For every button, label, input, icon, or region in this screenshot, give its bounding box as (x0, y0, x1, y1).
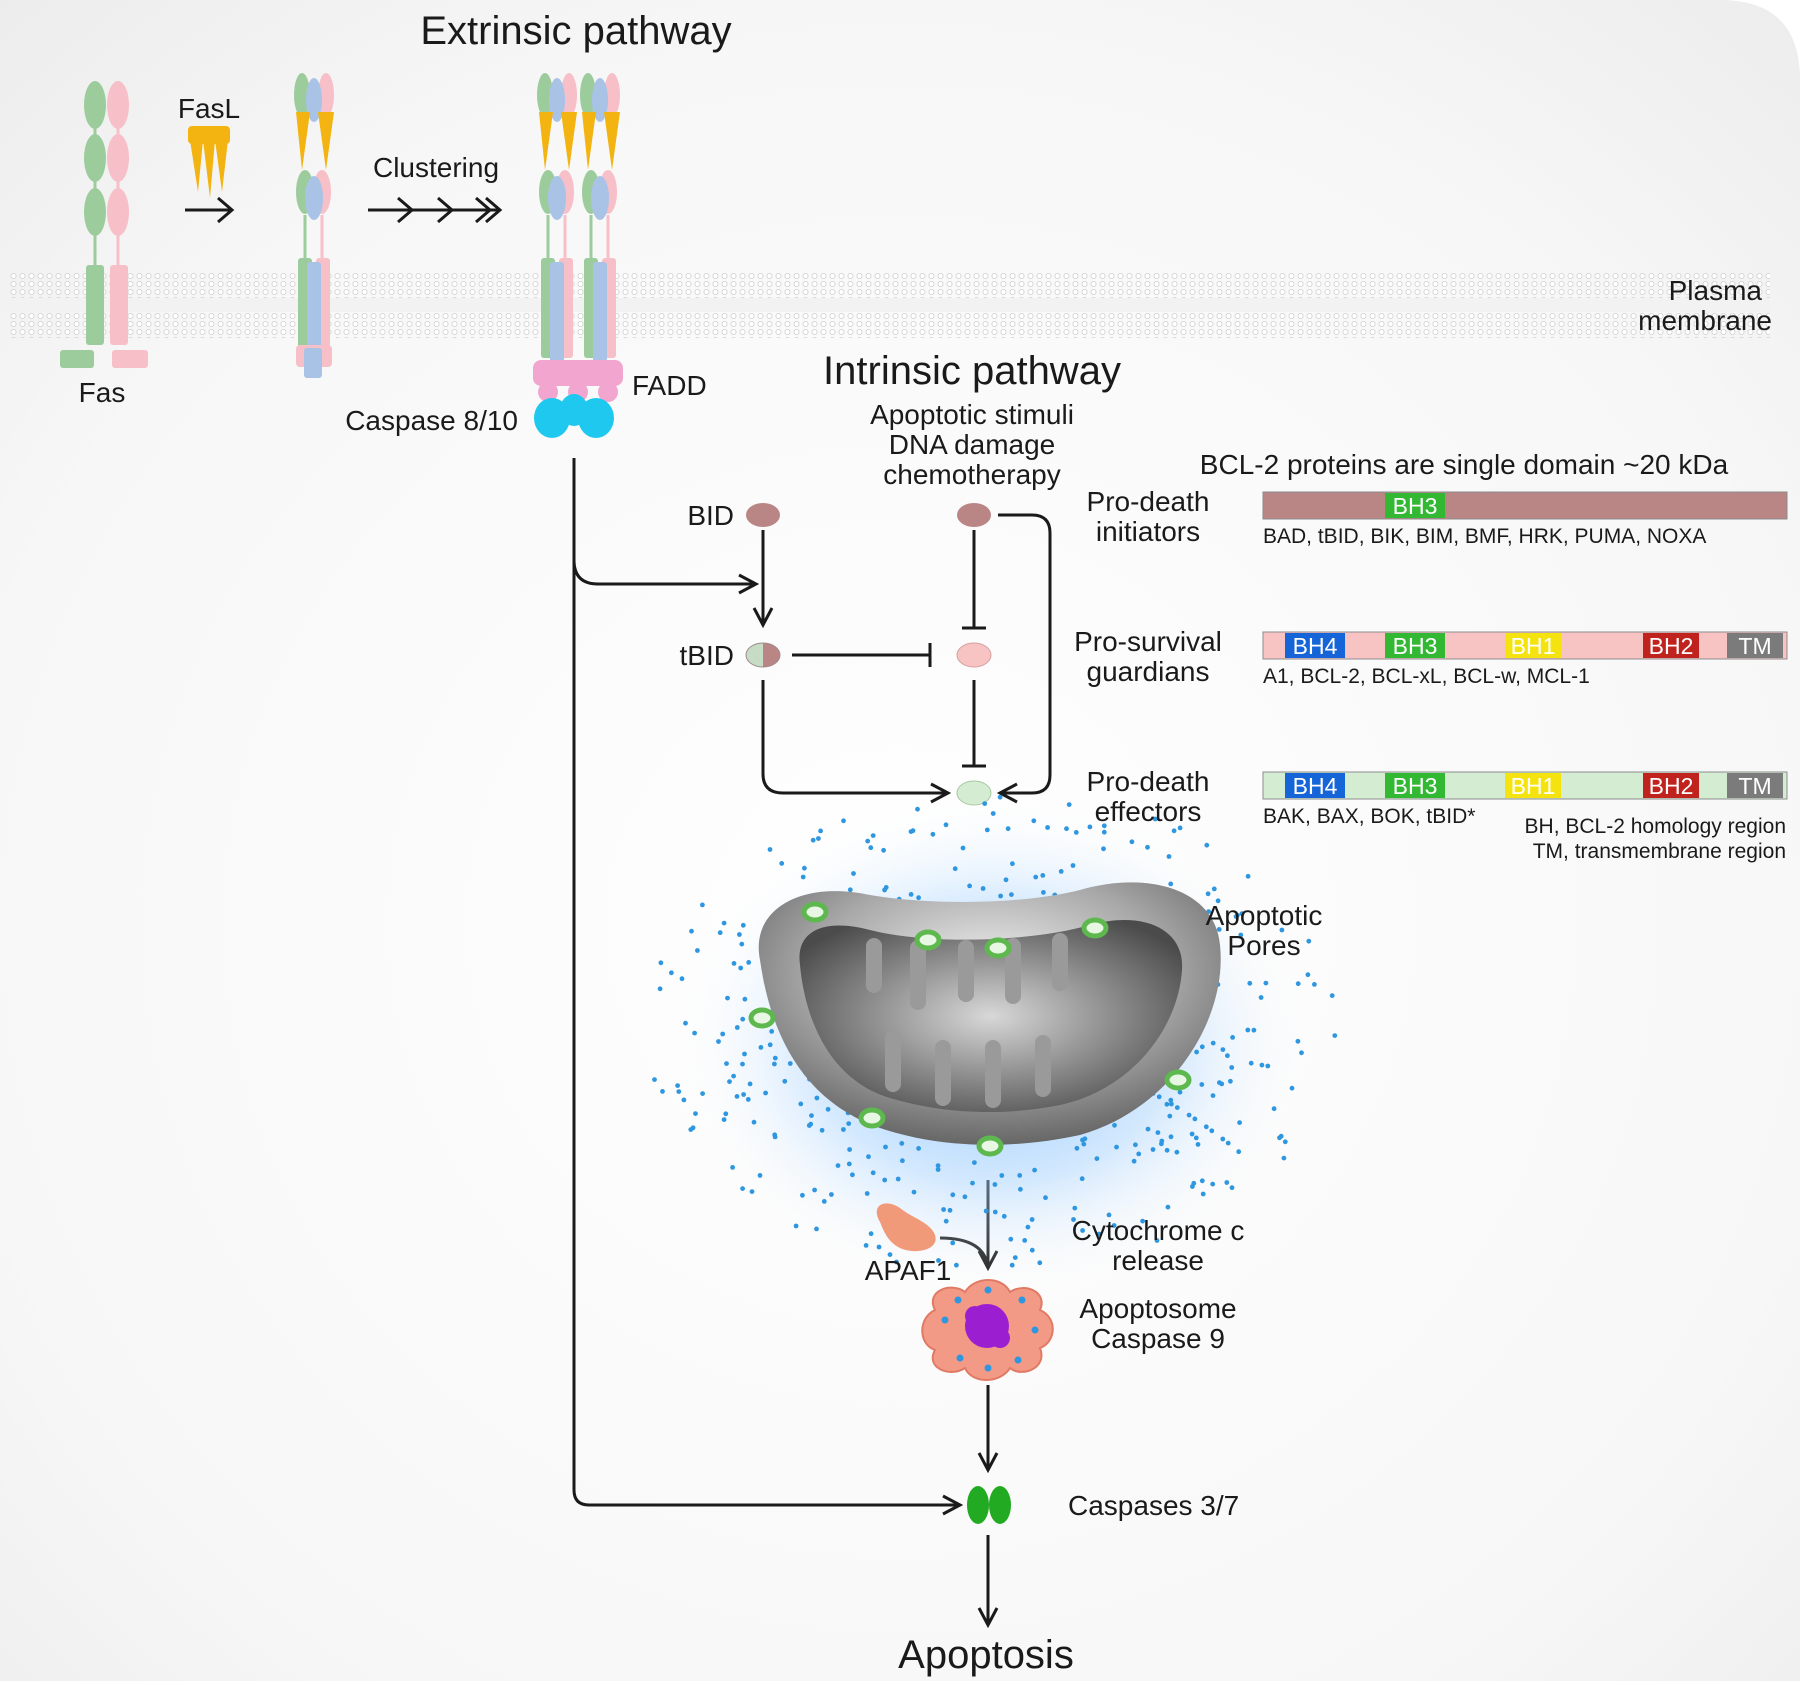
fas-label: Fas (79, 377, 126, 408)
plasma-membrane (10, 272, 1770, 338)
domain-bh2 (1643, 773, 1699, 798)
extrinsic-pathway-title: Extrinsic pathway (420, 9, 731, 53)
fadd-label: FADD (632, 370, 707, 401)
bcl2-footnote-line2: TM, transmembrane region (1533, 840, 1786, 863)
bcl2-heading: BCL-2 proteins are single domain ~20 kDa (1200, 449, 1729, 480)
domain-bh1 (1505, 633, 1561, 658)
fasl-ligand (188, 126, 230, 198)
bcl2-members-list: BAK, BAX, BOK, tBID* (1263, 805, 1475, 828)
membrane-label-line2: membrane (1638, 305, 1772, 336)
caspases-3-7 (967, 1486, 1011, 1524)
bcl2-protein-bar (1262, 491, 1788, 520)
domain-label: BH4 (1293, 773, 1338, 799)
domain-label: BH4 (1293, 633, 1338, 659)
pores-label-line2: Pores (1227, 930, 1300, 961)
caspases37-label: Caspases 3/7 (1068, 1490, 1239, 1521)
fas-fasl-complex (294, 73, 334, 378)
bcl2-group-label: Pro-death (1087, 766, 1210, 797)
pro-survival-protein (956, 642, 992, 668)
bcl2-group-label: Pro-survival (1074, 626, 1222, 657)
clustering-label: Clustering (373, 152, 499, 183)
stimuli-label-line3: chemotherapy (883, 459, 1060, 490)
domain-tm (1727, 633, 1783, 658)
bcl2-group-label: guardians (1087, 656, 1210, 687)
pores-label-line1: Apoptotic (1206, 900, 1323, 931)
domain-bh3 (1385, 633, 1445, 658)
domain-bh1 (1505, 773, 1561, 798)
apoptosome (921, 1279, 1054, 1381)
domain-label: BH3 (1393, 773, 1438, 799)
cytc-label-line1: Cytochrome c (1072, 1215, 1245, 1246)
cytc-label-line2: release (1112, 1245, 1204, 1276)
caspase8-label: Caspase 8/10 (345, 405, 518, 436)
domain-bh3 (1385, 493, 1445, 518)
domain-bh2 (1643, 633, 1699, 658)
domain-label: TM (1738, 773, 1771, 799)
disc-complex-left (537, 73, 577, 364)
bcl2-members-list: BAD, tBID, BIK, BIM, BMF, HRK, PUMA, NOX… (1263, 525, 1706, 548)
membrane-label-line1: Plasma (1669, 275, 1763, 306)
domain-label: BH1 (1511, 773, 1556, 799)
bcl2-footnote-line1: BH, BCL-2 homology region (1525, 815, 1786, 838)
stimuli-label-line1: Apoptotic stimuli (870, 399, 1074, 430)
domain-label: BH3 (1393, 493, 1438, 519)
fasl-label: FasL (178, 93, 240, 124)
domain-bh3 (1385, 773, 1445, 798)
apoptosome-label-line2: Caspase 9 (1091, 1323, 1225, 1354)
domain-label: BH2 (1649, 633, 1694, 659)
apoptosis-label: Apoptosis (898, 1633, 1074, 1677)
disc-complex-right (580, 73, 620, 364)
domain-tm (1727, 773, 1783, 798)
mitochondrion (758, 882, 1221, 1145)
stimuli-bh3-protein (957, 503, 991, 527)
apoptosome-label-line1: Apoptosome (1079, 1293, 1236, 1324)
bcl2-group-label: Pro-death (1087, 486, 1210, 517)
bcl2-group-label: initiators (1096, 516, 1200, 547)
apaf1-label: APAF1 (865, 1255, 952, 1286)
tbid-label: tBID (680, 640, 734, 671)
domain-label: TM (1738, 633, 1771, 659)
bid-label: BID (687, 500, 734, 531)
domain-label: BH2 (1649, 773, 1694, 799)
fadd-adaptor (533, 360, 623, 402)
domain-label: BH1 (1511, 633, 1556, 659)
domain-label: BH3 (1393, 633, 1438, 659)
binding-arrow (185, 196, 235, 224)
intrinsic-pathway-title: Intrinsic pathway (823, 349, 1121, 393)
apoptotic-pores (748, 901, 1192, 1157)
bcl2-group-label: effectors (1095, 796, 1202, 827)
domain-bh4 (1285, 773, 1345, 798)
apaf1-protein (876, 1203, 936, 1252)
domain-bh4 (1285, 633, 1345, 658)
bcl2-members-list: A1, BCL-2, BCL-xL, BCL-w, MCL-1 (1263, 665, 1590, 688)
stimuli-label-line2: DNA damage (889, 429, 1056, 460)
caspase-8-10 (534, 394, 614, 438)
fas-receptor (60, 81, 148, 368)
clustering-arrows (368, 196, 503, 224)
bid-protein (746, 503, 780, 527)
tbid-protein (745, 642, 781, 668)
